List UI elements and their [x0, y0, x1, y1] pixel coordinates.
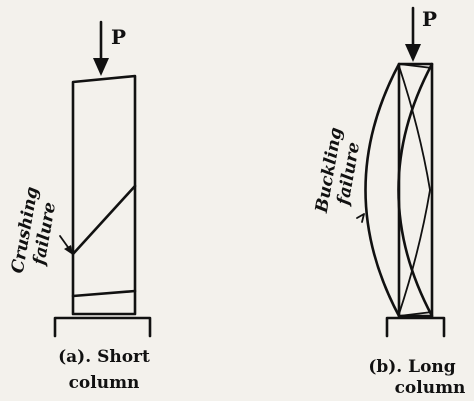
buckled-shape-inner-lower: [398, 189, 431, 315]
long-column-load-arrow: [405, 6, 421, 62]
long-column-caption-line1: (b). Long: [368, 357, 455, 377]
short-column-caption-line1: (a). Short: [58, 347, 150, 367]
crushing-failure-label: Crushing failure: [8, 185, 61, 275]
crushing-failure-plane: [71, 184, 137, 256]
long-column-top-cap: [398, 63, 433, 69]
buckling-pointer-tick: [356, 213, 365, 223]
buckled-shape-outer-left: [364, 62, 401, 318]
long-column-base: [385, 316, 446, 338]
long-column-caption-line2: column: [395, 378, 466, 398]
short-column-figure: P Crushing failure (a). Short column: [8, 20, 152, 393]
short-column-load-label: P: [111, 25, 126, 49]
long-column-load-label: P: [422, 7, 437, 31]
short-column-compression-band: [71, 289, 137, 298]
buckled-shape-outer-right: [397, 62, 434, 318]
long-column-bottom-cap: [398, 311, 433, 317]
crushing-failure-pointer: [59, 235, 73, 255]
short-column-load-arrow: [93, 20, 109, 76]
long-column-figure: P Buckling failure (b). Long column: [312, 6, 466, 398]
short-column-caption-line2: column: [69, 373, 140, 393]
buckled-shape-inner-upper: [398, 65, 431, 191]
short-column-base: [53, 316, 152, 338]
short-column-body: [71, 74, 137, 316]
buckling-failure-label: Buckling failure: [312, 126, 365, 215]
